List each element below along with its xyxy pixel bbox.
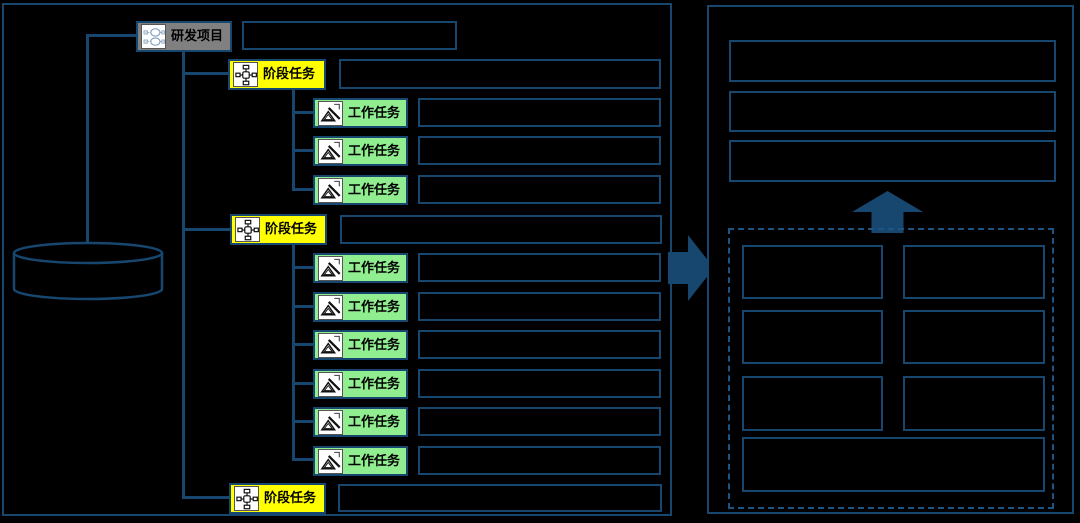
connector-line [182, 228, 232, 231]
connector-line [292, 245, 295, 461]
stage-task-label: 阶段任务 [264, 491, 317, 506]
flowchart-icon [235, 217, 260, 242]
work-task-label: 工作任务 [348, 299, 401, 315]
connector-line [292, 90, 295, 190]
work-detail-box [418, 253, 661, 282]
work-detail-box [418, 330, 661, 359]
image-icon [318, 100, 343, 126]
stage-task-node: 阶段任务 [229, 483, 326, 514]
image-icon [318, 255, 343, 281]
work-task-label: 工作任务 [348, 453, 401, 469]
project-node: 研发项目 [136, 21, 232, 52]
connector-line [292, 305, 315, 308]
connector-line [292, 266, 315, 269]
image-icon [318, 332, 343, 358]
summary-box [729, 40, 1056, 82]
connector-line [292, 420, 315, 423]
work-detail-box [418, 98, 661, 127]
stage-detail-box [340, 215, 662, 244]
work-task-node: 工作任务 [313, 446, 408, 476]
image-icon [318, 294, 343, 320]
connector-line [292, 382, 315, 385]
project-detail-box [242, 21, 457, 50]
grid-box [903, 245, 1045, 299]
work-task-label: 工作任务 [348, 414, 401, 430]
connector-line [292, 343, 315, 346]
work-task-node: 工作任务 [313, 98, 408, 128]
stage-task-node: 阶段任务 [230, 214, 327, 245]
dashed-group-container [728, 228, 1054, 509]
work-task-label: 工作任务 [348, 376, 401, 392]
image-icon [318, 409, 343, 435]
work-detail-box [418, 175, 661, 204]
summary-box [729, 91, 1056, 132]
work-detail-box [418, 369, 661, 398]
image-icon [318, 177, 343, 203]
org-chart-icon [141, 24, 166, 49]
work-detail-box [418, 292, 661, 321]
work-task-label: 工作任务 [348, 337, 401, 353]
grid-box-full-width [742, 437, 1045, 492]
work-task-node: 工作任务 [313, 330, 408, 360]
work-task-node: 工作任务 [313, 292, 408, 322]
work-detail-box [418, 446, 661, 475]
database-cylinder-icon [12, 241, 164, 301]
image-icon [318, 138, 343, 164]
project-node-label: 研发项目 [171, 29, 224, 44]
grid-box [742, 376, 883, 431]
grid-box [903, 376, 1045, 431]
stage-task-label: 阶段任务 [265, 222, 318, 237]
grid-box [742, 245, 883, 299]
work-task-node: 工作任务 [313, 175, 408, 205]
connector-line [292, 188, 315, 191]
image-icon [318, 371, 343, 397]
stage-task-label: 阶段任务 [263, 67, 316, 82]
stage-detail-box [338, 484, 662, 512]
work-task-node: 工作任务 [313, 136, 408, 166]
summary-box [729, 140, 1056, 182]
connector-line [292, 458, 315, 461]
work-task-label: 工作任务 [348, 143, 401, 159]
connector-line [292, 149, 315, 152]
connector-line [182, 72, 230, 75]
grid-box [903, 310, 1045, 364]
flowchart-icon [234, 486, 259, 511]
work-detail-box [418, 136, 661, 165]
arrow-up-icon [852, 191, 923, 233]
work-task-label: 工作任务 [348, 260, 401, 276]
work-task-node: 工作任务 [313, 253, 408, 283]
arrow-right-icon [668, 235, 714, 301]
grid-box [742, 310, 883, 364]
connector-line [182, 52, 185, 499]
connector-line [182, 496, 231, 499]
flowchart-icon [233, 62, 258, 87]
connector-line [86, 34, 138, 37]
connector-line [86, 34, 89, 244]
work-task-label: 工作任务 [348, 182, 401, 198]
image-icon [318, 448, 343, 474]
connector-line [292, 111, 315, 114]
stage-task-node: 阶段任务 [228, 59, 326, 90]
stage-detail-box [339, 59, 661, 89]
work-task-label: 工作任务 [348, 105, 401, 121]
work-detail-box [418, 407, 661, 436]
work-task-node: 工作任务 [313, 369, 408, 399]
work-task-node: 工作任务 [313, 407, 408, 437]
